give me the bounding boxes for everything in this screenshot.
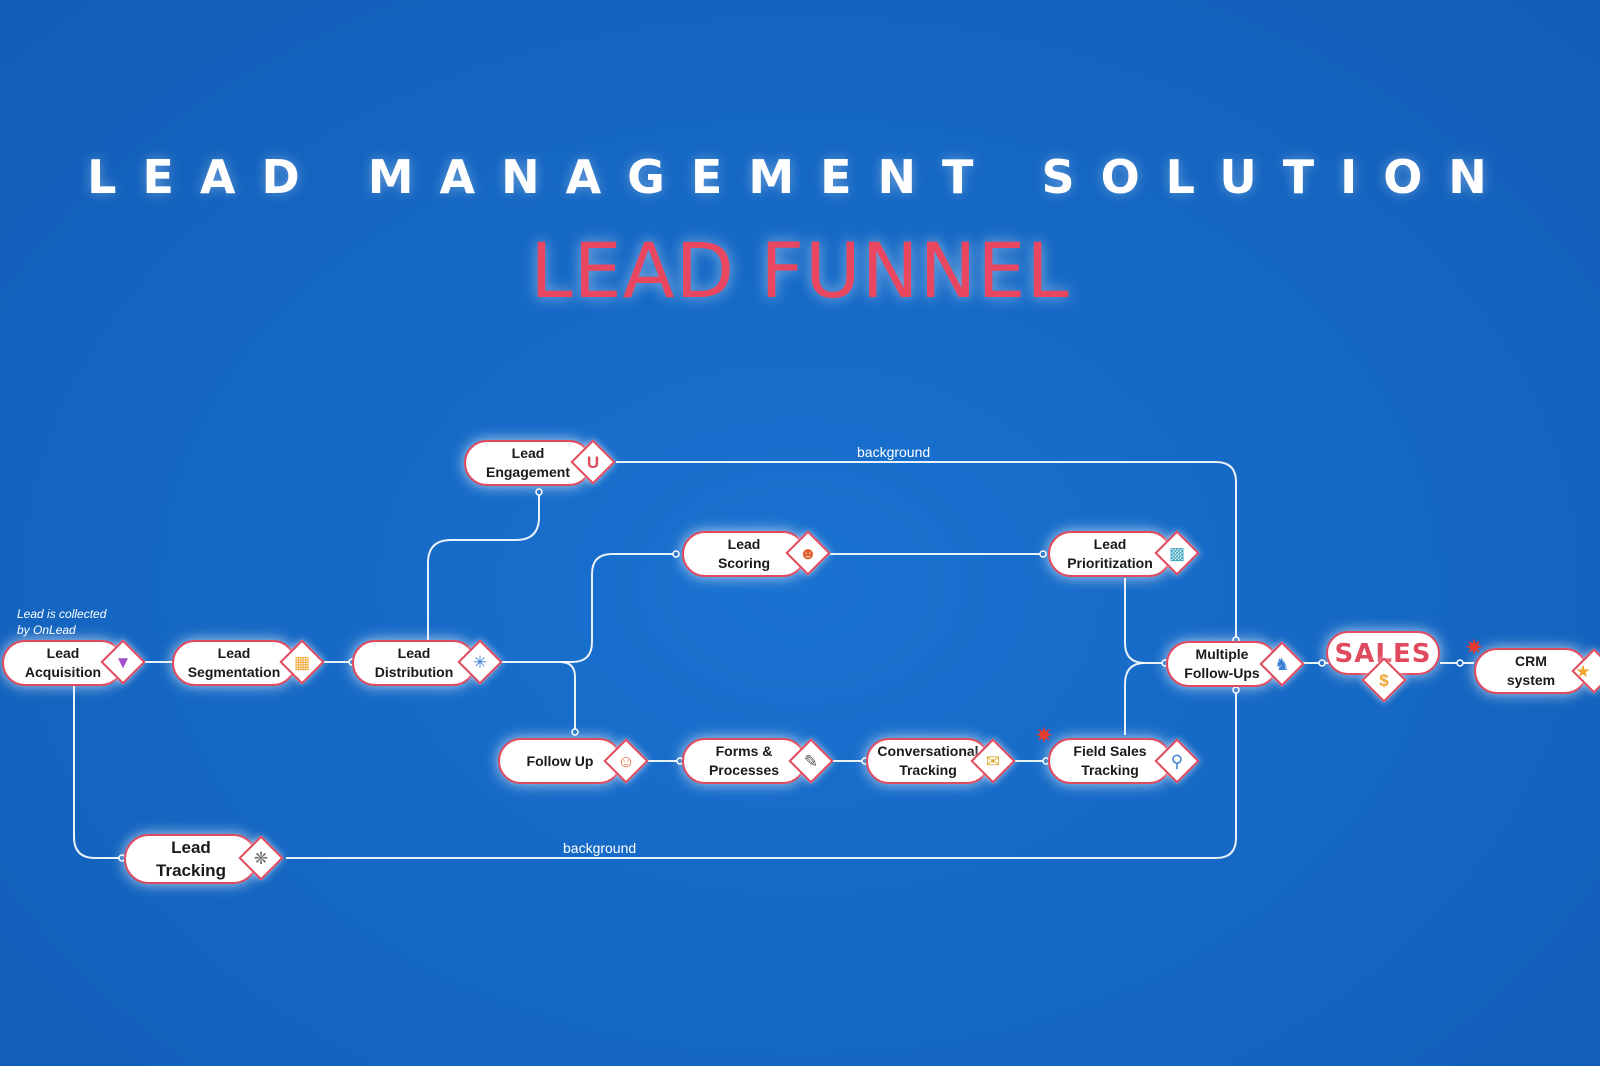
node-lead-segmentation[interactable]: Lead Segmentation: [172, 640, 296, 686]
node-lead-scoring[interactable]: Lead Scoring: [682, 531, 806, 577]
node-lead-prioritization[interactable]: Lead Prioritization: [1048, 531, 1172, 577]
dollar-icon: $: [1379, 670, 1389, 690]
funnel-icon: ▼: [114, 652, 132, 672]
connector-dist-scoring: [500, 553, 676, 663]
node-forms-processes-label: Forms & Processes: [708, 743, 780, 778]
node-lead-distribution[interactable]: Lead Distribution: [352, 640, 476, 686]
node-multiple-follow-ups[interactable]: Multiple Follow-Ups: [1166, 641, 1278, 687]
segments-icon: ▦: [293, 652, 311, 672]
form-edit-icon: ✎: [803, 751, 819, 771]
node-lead-acquisition-label: Lead Acquisition: [24, 645, 102, 680]
chat-tracking-icon: ✉: [985, 751, 1001, 771]
connector-engagement-multi: [616, 461, 1237, 640]
team-network-icon: ♞: [1274, 654, 1290, 674]
background-label-top: background: [857, 444, 931, 460]
distribution-icon: ✳: [472, 652, 488, 672]
crm-icon: ★: [1575, 661, 1591, 681]
page-subtitle: LEAD FUNNEL: [530, 226, 1070, 315]
node-lead-tracking-label: Lead Tracking: [156, 838, 226, 880]
node-lead-prioritization-label: Lead Prioritization: [1067, 536, 1153, 571]
alert-burst-icon: ✷: [1035, 725, 1053, 747]
background-label-bottom: background: [563, 840, 637, 856]
node-field-sales-tracking[interactable]: Field Sales Tracking: [1048, 738, 1172, 784]
lead-collected-note: Lead is collected by OnLead: [17, 607, 107, 637]
connector-prio-multi: [1124, 578, 1165, 664]
node-field-sales-tracking-label: Field Sales Tracking: [1073, 743, 1147, 778]
connector-dist-followup: [559, 661, 576, 732]
connector-tracking-multi: [286, 690, 1237, 859]
node-conversational-tracking-label: Conversational Tracking: [877, 743, 979, 778]
connector-dist-engagement: [427, 492, 540, 640]
node-crm-system-label: CRM system: [1506, 653, 1556, 688]
node-follow-up-label: Follow Up: [526, 752, 594, 769]
node-lead-segmentation-label: Lead Segmentation: [187, 645, 281, 680]
network-icon: ❋: [253, 848, 269, 868]
user-rating-icon: ☻: [799, 543, 817, 563]
node-lead-distribution-label: Lead Distribution: [374, 645, 454, 680]
node-follow-up[interactable]: Follow Up: [498, 738, 622, 784]
bar-chart-icon: ▩: [1168, 543, 1186, 563]
people-chat-icon: ☺: [617, 751, 635, 771]
node-lead-scoring-label: Lead Scoring: [717, 536, 771, 571]
node-lead-engagement[interactable]: Lead Engagement: [464, 440, 592, 486]
node-conversational-tracking[interactable]: Conversational Tracking: [866, 738, 990, 784]
node-crm-system[interactable]: CRM system: [1474, 648, 1588, 694]
connector-field-multi: [1124, 662, 1146, 735]
page-title: LEAD MANAGEMENT SOLUTION: [87, 150, 1513, 204]
node-multiple-follow-ups-label: Multiple Follow-Ups: [1184, 646, 1260, 681]
node-lead-tracking[interactable]: Lead Tracking: [124, 834, 258, 884]
node-lead-engagement-label: Lead Engagement: [485, 445, 570, 480]
crm-alert-burst-icon: ✷: [1465, 637, 1483, 659]
connector-acq-tracking: [73, 684, 122, 859]
map-route-icon: ⚲: [1170, 751, 1184, 771]
magnet-icon: U: [586, 452, 600, 472]
